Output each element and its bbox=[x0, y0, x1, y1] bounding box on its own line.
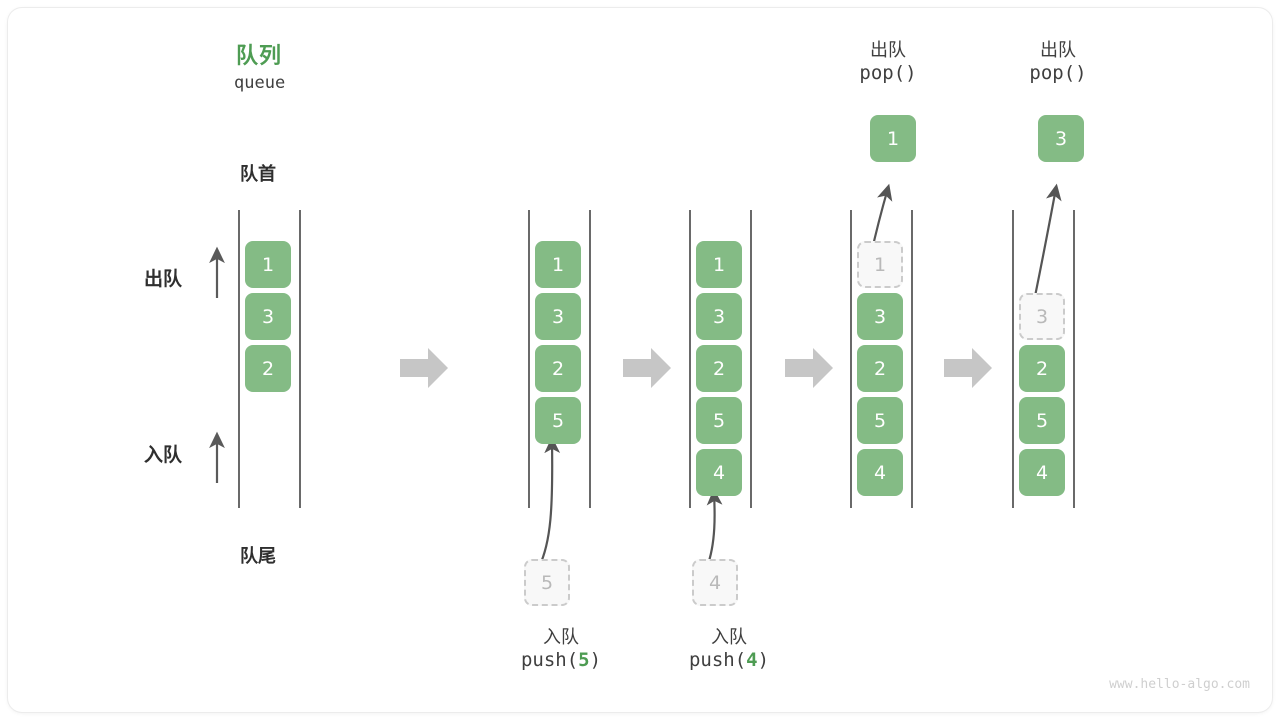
queue-node-new: 4 bbox=[696, 449, 742, 496]
bottom-op-2-cn: 入队 bbox=[711, 627, 747, 648]
bottom-op-1-code-suffix: ) bbox=[589, 649, 602, 671]
watermark: www.hello-algo.com bbox=[1109, 677, 1250, 692]
queue-node: 3 bbox=[245, 293, 291, 340]
queue-node: 1 bbox=[245, 241, 291, 288]
side-label-dequeue: 出队 bbox=[144, 268, 183, 290]
top-op-1-cn: 出队 bbox=[870, 40, 906, 61]
top-op-2-code: pop() bbox=[998, 62, 1118, 84]
queue-stage-3: 1 3 2 5 4 4 bbox=[8, 8, 1272, 712]
pending-push-node-4: 4 bbox=[692, 559, 738, 606]
bottom-op-1-code-arg: 5 bbox=[578, 649, 590, 671]
diagram-title-en: queue bbox=[234, 73, 286, 93]
queue-node: 1 bbox=[696, 241, 742, 288]
queue-node-removed: 1 bbox=[857, 241, 903, 288]
queue-node: 2 bbox=[535, 345, 581, 392]
bottom-op-label-2: 入队 push(4) bbox=[654, 623, 804, 671]
top-op-1-code-suffix: ) bbox=[905, 62, 917, 84]
queue-node: 1 bbox=[535, 241, 581, 288]
queue-node: 5 bbox=[696, 397, 742, 444]
bottom-op-label-1: 入队 push(5) bbox=[486, 623, 636, 671]
queue-head-label: 队首 bbox=[240, 164, 276, 185]
bottom-op-2-code-prefix: push( bbox=[688, 649, 747, 671]
top-op-1-code-prefix: pop( bbox=[859, 62, 906, 84]
side-label-enqueue: 入队 bbox=[144, 444, 183, 466]
queue-node: 3 bbox=[857, 293, 903, 340]
bottom-op-2-code: push(4) bbox=[654, 649, 804, 671]
top-op-2-code-prefix: pop( bbox=[1029, 62, 1076, 84]
bottom-op-1-cn: 入队 bbox=[543, 627, 579, 648]
bottom-op-2-code-arg: 4 bbox=[746, 649, 758, 671]
bottom-op-1-code: push(5) bbox=[486, 649, 636, 671]
pending-push-node-5: 5 bbox=[524, 559, 570, 606]
top-op-1-code: pop() bbox=[828, 62, 948, 84]
diagram-title-cn: 队列 bbox=[236, 44, 283, 69]
queue-node: 3 bbox=[696, 293, 742, 340]
queue-stage-2: 1 3 2 5 5 bbox=[8, 8, 1272, 712]
queue-node: 2 bbox=[245, 345, 291, 392]
queue-node: 2 bbox=[696, 345, 742, 392]
top-op-2-cn: 出队 bbox=[1040, 40, 1076, 61]
queue-stage-1: 1 3 2 bbox=[8, 8, 1272, 712]
queue-stage-4: 1 1 3 2 5 4 bbox=[8, 8, 1272, 712]
queue-node: 4 bbox=[857, 449, 903, 496]
popped-node-3: 3 bbox=[1038, 115, 1084, 162]
queue-node: 2 bbox=[1019, 345, 1065, 392]
top-op-label-2: 出队 pop() bbox=[998, 36, 1118, 84]
queue-node: 5 bbox=[1019, 397, 1065, 444]
queue-node: 3 bbox=[535, 293, 581, 340]
queue-node-removed: 3 bbox=[1019, 293, 1065, 340]
queue-node: 2 bbox=[857, 345, 903, 392]
queue-stage-5: 3 3 2 5 4 bbox=[8, 8, 1272, 712]
queue-node: 4 bbox=[1019, 449, 1065, 496]
popped-node-1: 1 bbox=[870, 115, 916, 162]
queue-tail-label: 队尾 bbox=[240, 546, 276, 567]
top-op-label-1: 出队 pop() bbox=[828, 36, 948, 84]
queue-node-new: 5 bbox=[535, 397, 581, 444]
diagram-card: 队列 queue 队首 队尾 出队 入队 出队 pop() 出队 pop() 入… bbox=[8, 8, 1272, 712]
queue-node: 5 bbox=[857, 397, 903, 444]
bottom-op-2-code-suffix: ) bbox=[757, 649, 770, 671]
bottom-op-1-code-prefix: push( bbox=[520, 649, 579, 671]
top-op-2-code-suffix: ) bbox=[1075, 62, 1087, 84]
